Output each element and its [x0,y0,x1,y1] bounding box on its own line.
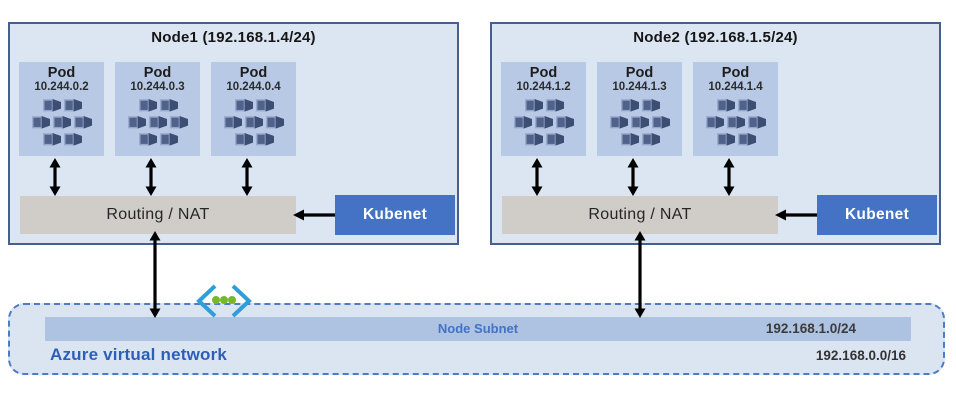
pod-routing-arrow [627,158,639,196]
pod-routing-arrow [723,158,735,196]
pods-cluster-icon [31,98,93,147]
pod-card: Pod 10.244.0.3 [115,62,200,156]
kubenet-box: Kubenet [335,195,455,235]
pod-ip: 10.244.0.3 [130,81,185,93]
node-subnet-bar: Node Subnet 192.168.1.0/24 [45,317,911,341]
pod-ip: 10.244.0.4 [226,81,281,93]
pod-card: Pod 10.244.1.2 [501,62,586,156]
pods-cluster-icon [705,98,767,147]
pods-cluster-icon [609,98,671,147]
pod-card: Pod 10.244.1.4 [693,62,778,156]
kubenet-box: Kubenet [817,195,937,235]
node-subnet-cidr: 192.168.1.0/24 [765,321,856,336]
node-subnet-label: Node Subnet [437,321,519,336]
kubenet-routing-arrow [775,209,817,221]
pod-label: Pod [721,65,750,81]
node-box-1: Node1 (192.168.1.4/24) Pod 10.244.0.2 Po… [8,22,459,245]
pod-label: Pod [239,65,268,81]
pod-label: Pod [529,65,558,81]
pod-routing-arrow [531,158,543,196]
azure-vnet-cidr: 192.168.0.0/16 [815,348,906,363]
node-title: Node2 (192.168.1.5/24) [633,29,798,46]
node-box-2: Node2 (192.168.1.5/24) Pod 10.244.1.2 Po… [490,22,941,245]
pod-ip: 10.244.0.2 [34,81,89,93]
pods-cluster-icon [513,98,575,147]
kubenet-routing-arrow [293,209,335,221]
pod-ip: 10.244.1.2 [516,81,571,93]
azure-vnet-box: Node Subnet 192.168.1.0/24 Azure virtual… [8,303,945,375]
pod-ip: 10.244.1.3 [612,81,667,93]
pod-card: Pod 10.244.0.2 [19,62,104,156]
pod-label: Pod [625,65,654,81]
azure-vnet-label: Azure virtual network [50,345,228,364]
routing-nat-bar: Routing / NAT [20,196,296,234]
pods-cluster-icon [127,98,189,147]
pod-routing-arrow [241,158,253,196]
pod-ip: 10.244.1.4 [708,81,763,93]
pod-routing-arrow [49,158,61,196]
pod-routing-arrow [145,158,157,196]
pod-card: Pod 10.244.1.3 [597,62,682,156]
node-subnet-arrow [149,231,161,318]
pod-label: Pod [143,65,172,81]
node-subnet-arrow [634,231,646,318]
routing-nat-bar: Routing / NAT [502,196,778,234]
pods-cluster-icon [223,98,285,147]
node-title: Node1 (192.168.1.4/24) [151,29,316,46]
pod-card: Pod 10.244.0.4 [211,62,296,156]
pod-label: Pod [47,65,76,81]
virtual-network-icon [196,284,252,318]
